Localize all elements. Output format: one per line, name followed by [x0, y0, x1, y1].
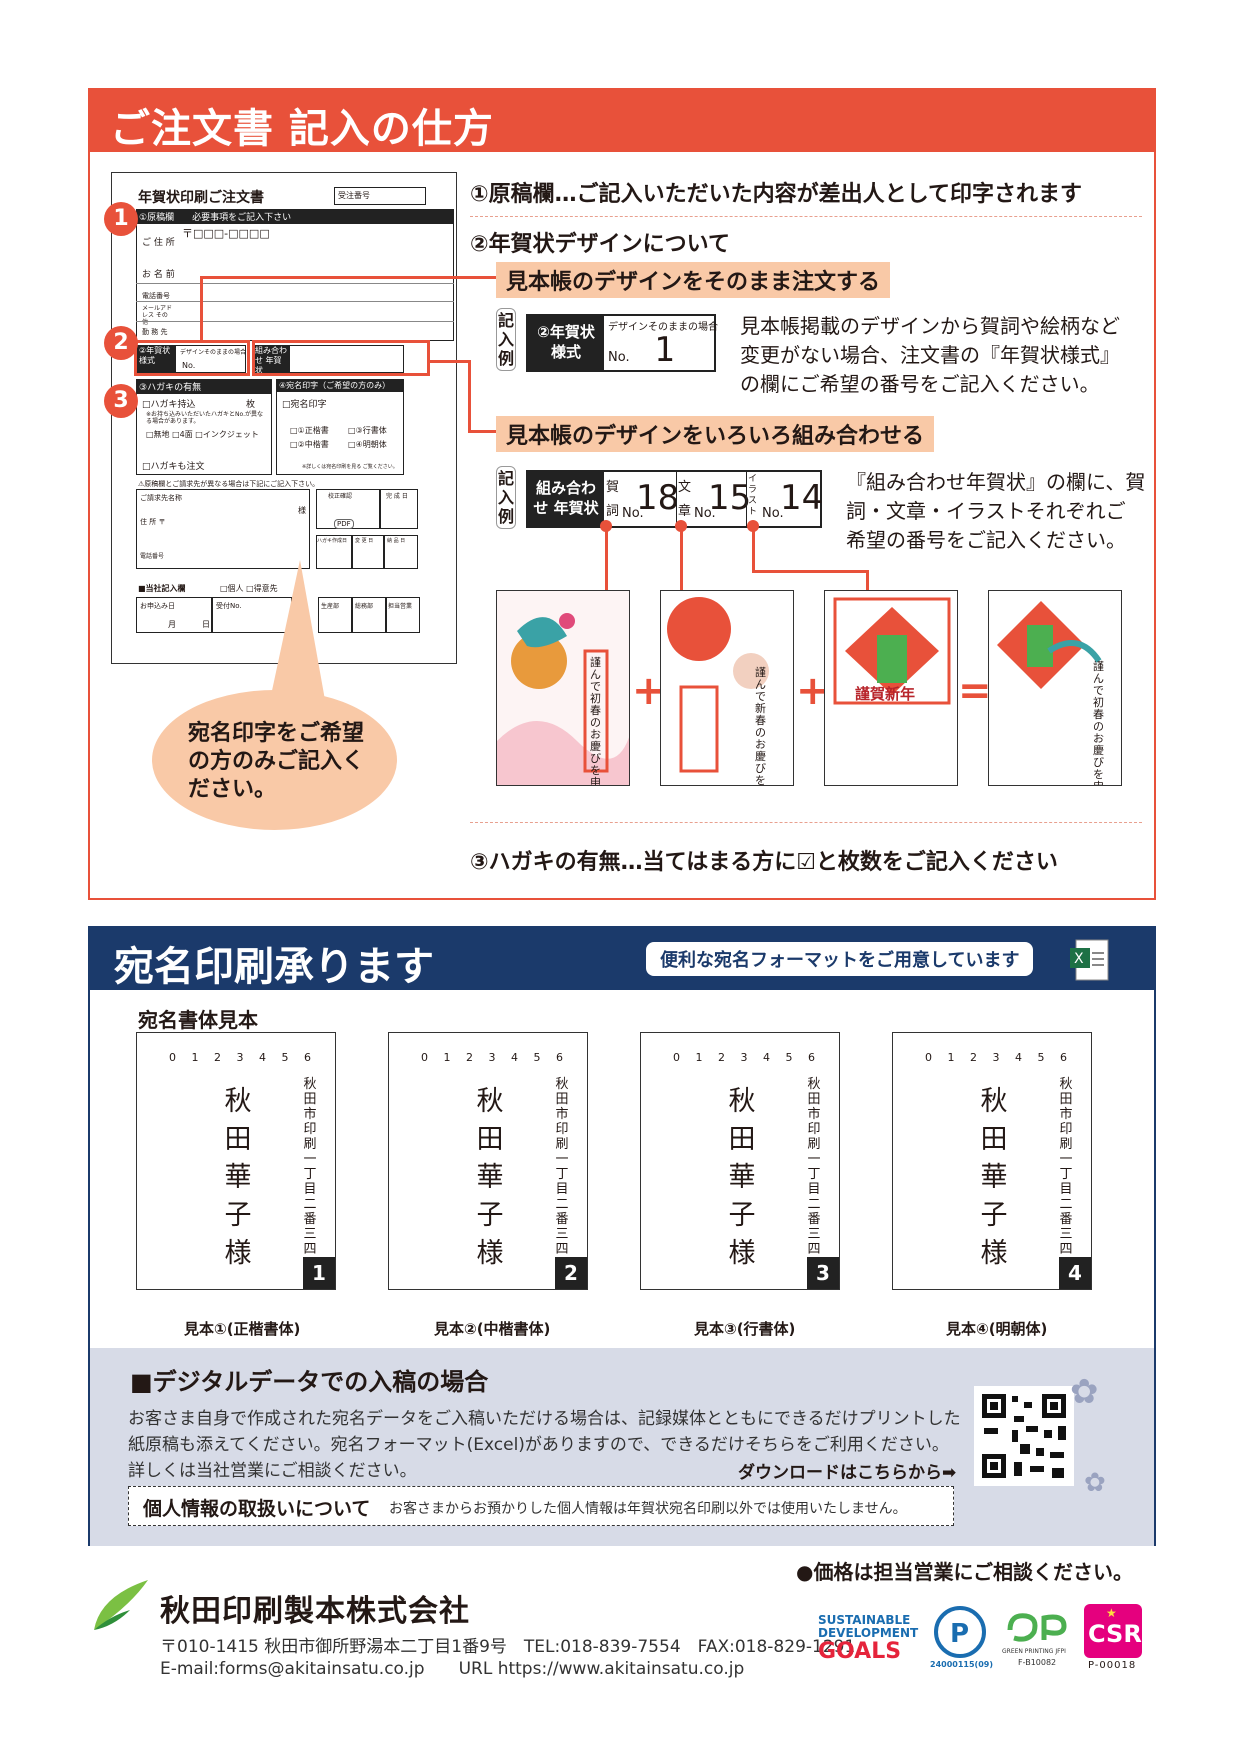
company-name: 秋田印刷製本株式会社 — [160, 1594, 470, 1629]
csr-logo: ★ CSR — [1084, 1604, 1142, 1658]
privacy-title: 個人情報の取扱いについて — [143, 1498, 371, 1520]
digital-body-1: お客さま自身で作成された宛名データをご入稿いただける場合は、記録媒体とともにでき… — [128, 1409, 961, 1429]
address-sample-2: 0 1 2 3 4 5 6 秋田華子様 秋田市印刷一丁目二番三四五号 2 — [388, 1032, 588, 1290]
svg-text:P: P — [950, 1619, 969, 1649]
ex1-desc-1: 見本帳掲載のデザインから賀詞や絵柄など — [740, 314, 1120, 338]
order-form-guide-section: ご注文書 記入の仕方 — [88, 88, 1156, 900]
highlight-style-box — [134, 340, 250, 376]
qr-code-icon[interactable] — [974, 1386, 1074, 1486]
marker-2: 2 — [104, 326, 138, 360]
sample-label-2: 見本②(中楷書体) — [434, 1320, 551, 1338]
plus-sign-2: + — [796, 668, 830, 714]
tag-as-is: 見本帳のデザインをそのまま注文する — [496, 262, 891, 298]
csr-number: P-00018 — [1088, 1660, 1137, 1671]
ex1-desc-3: の欄にご希望の番号をご記入ください。 — [740, 372, 1100, 396]
sun-illustration — [661, 591, 793, 785]
item3-hagaki: ③ハガキの有無…当てはまる方に☑と枚数をご記入ください — [470, 850, 1058, 875]
privacy-mark-logo: P 24000115(09) — [930, 1604, 993, 1672]
form-title: 年賀状印刷ご注文書 — [138, 190, 264, 206]
dragon-illustration — [497, 591, 629, 785]
privacy-box: 個人情報の取扱いについて お客さまからお預かりした個人情報は年賀状宛名印刷以外で… — [128, 1486, 954, 1526]
sample-label-4: 見本④(明朝体) — [946, 1320, 1048, 1338]
plus-sign-1: + — [632, 668, 666, 714]
green-printing-logo: GREEN PRINTING JFPI F-B10082 — [1002, 1610, 1076, 1672]
combined-illustration — [989, 591, 1121, 785]
gp-icon — [1007, 1613, 1067, 1642]
kadomatsu-illustration — [825, 591, 957, 785]
sample-label-1: 見本①(正楷書体) — [184, 1320, 301, 1338]
address-sample-4: 0 1 2 3 4 5 6 秋田華子様 秋田市印刷一丁目二番三四五号 4 — [892, 1032, 1092, 1290]
design-card-greeting: 謹んで初春のお慶びを申し上げます — [496, 590, 630, 786]
bubble-pointer — [270, 560, 325, 700]
example-mark-1: 記入例 — [496, 308, 516, 371]
example-style-bar: ②年賀状 様式 デザインそのままの場合 No. 1 — [526, 314, 718, 372]
flower-icon: ✿ — [1070, 1372, 1099, 1412]
digital-body-3: 詳しくは当社営業にご相談ください。 — [128, 1461, 417, 1481]
price-note: ●価格は担当営業にご相談ください。 — [796, 1560, 1134, 1584]
address-sample-3: 0 1 2 3 4 5 6 秋田華子様 秋田市印刷一丁目二番三四五号 3 — [640, 1032, 840, 1290]
ex2-desc-1: 『組み合わせ年賀状』の欄に、賀 — [846, 470, 1146, 494]
flower-icon-small: ✿ — [1084, 1468, 1106, 1498]
star-icon: ★ — [1106, 1606, 1117, 1620]
company-address: 〒010-1415 秋田市御所野湯本二丁目1番9号 TEL:018-839-75… — [160, 1637, 856, 1657]
marker-3: 3 — [104, 384, 138, 418]
digital-title: ■デジタルデータでの入稿の場合 — [130, 1368, 489, 1396]
genko-header: ①原稿欄 必要事項をご記入下さい — [136, 209, 454, 224]
address-sample-1: 0 1 2 3 4 5 6 秋田華子様 秋田市印刷一丁目二番三四五号 1 — [136, 1032, 336, 1290]
sample-heading: 宛名書体見本 — [138, 1008, 258, 1032]
digital-data-panel: ■デジタルデータでの入稿の場合 お客さま自身で作成された宛名データをご入稿いただ… — [90, 1348, 1154, 1546]
ex2-desc-2: 詞・文章・イラストそれぞれご — [846, 499, 1126, 523]
atena-printing-section: 宛名印刷承ります 便利な宛名フォーマットをご用意しています X 宛名書体見本 ■… — [88, 926, 1156, 1546]
sample-label-3: 見本③(行書体) — [694, 1320, 796, 1338]
tag-combine: 見本帳のデザインをいろいろ組み合わせる — [496, 416, 935, 452]
sdgs-logo: SUSTAINABLE DEVELOPMENT GOALS — [818, 1613, 919, 1664]
design-card-result: 謹んで初春のお慶びを申し上げます — [988, 590, 1122, 786]
order-no-label: 受注番号 — [338, 191, 370, 200]
highlight-combo-box — [252, 340, 430, 376]
company-contact: E-mail:forms@akitainsatu.co.jp URL https… — [160, 1659, 745, 1679]
svg-text:X: X — [1074, 951, 1084, 967]
equals-sign: = — [958, 668, 992, 714]
atena-note-bubble: 宛名印字をご希望の方のみご記入ください。 — [152, 690, 397, 830]
section-title: ご注文書 記入の仕方 — [90, 90, 1154, 152]
leaf-logo-icon — [94, 1580, 148, 1630]
ex2-desc-3: 希望の番号をご記入ください。 — [846, 528, 1126, 552]
ex1-desc-2: 変更がない場合、注文書の『年賀状様式』 — [740, 343, 1120, 367]
digital-body-2: 紙原稿も添えてください。宛名フォーマット(Excel)がありますので、できるだけ… — [128, 1435, 949, 1455]
example-mark-2: 記入例 — [496, 466, 516, 529]
privacy-body: お客さまからお預かりした個人情報は年賀状宛名印刷以外では使用いたしません。 — [389, 1501, 907, 1517]
example-combo-bar: 組み合わせ 年賀状 賀詞 No. 18 文章 No. 15 イラスト No. 1… — [526, 470, 823, 528]
excel-icon: X — [1070, 939, 1109, 981]
privacy-mark-icon: P — [934, 1606, 986, 1658]
design-card-text: 謹んで新春のお慶びを申し上げます — [660, 590, 794, 786]
item1-genko: ①原稿欄…ご記入いただいた内容が差出人として印字されます — [470, 182, 1082, 207]
marker-1: 1 — [104, 202, 138, 236]
download-link[interactable]: ダウンロードはこちらから➡ — [738, 1463, 957, 1483]
design-card-illustration: 謹賀新年 — [824, 590, 958, 786]
item2-design: ②年賀状デザインについて — [470, 232, 730, 257]
format-available-pill: 便利な宛名フォーマットをご用意しています — [646, 942, 1034, 976]
